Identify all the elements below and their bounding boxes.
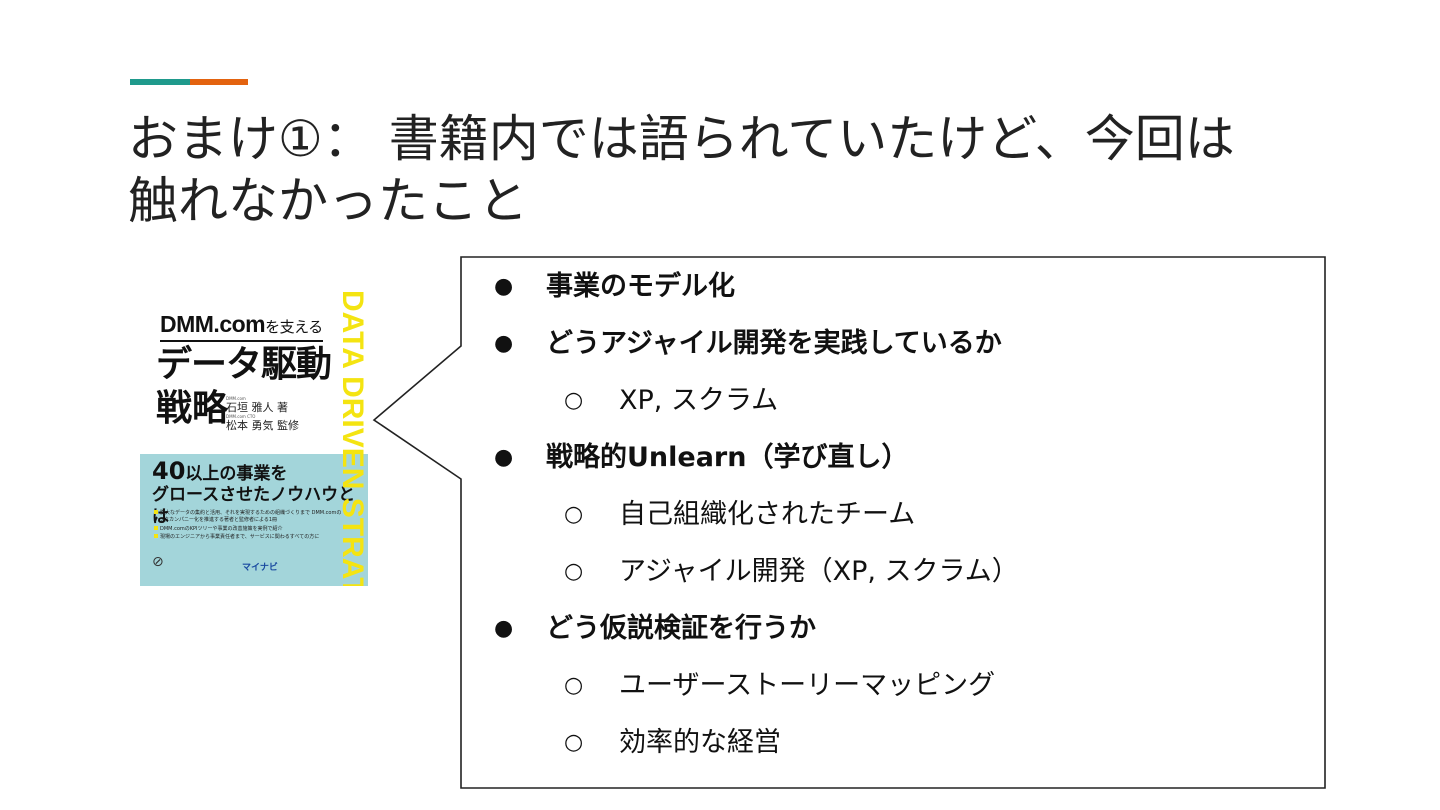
book-title-line1: データ駆動 xyxy=(156,344,332,385)
list-subitem: ○自己組織化されたチーム xyxy=(564,499,916,530)
list-item: ●どう仮説検証を行うか xyxy=(494,613,816,644)
slide-title-line1: おまけ①： 書籍内では語られていたけど、今回は xyxy=(128,110,1235,168)
list-subitem: ○ユーザーストーリーマッピング xyxy=(564,670,996,701)
list-item: ●事業のモデル化 xyxy=(494,271,735,302)
title-accent-orange xyxy=(190,79,248,85)
book-blue-band: 40以上の事業を グロースさせたノウハウとは 膨大なデータの集約と活用、それを実… xyxy=(140,454,368,586)
list-item: ●どうアジャイル開発を実践しているか xyxy=(494,328,1002,359)
title-accent-teal xyxy=(130,79,190,85)
book-vertical-text: DATA DRIVEN STRATEGY xyxy=(336,290,368,586)
topic-list: ●事業のモデル化 ●どうアジャイル開発を実践しているか ○XP, スクラム ●戦… xyxy=(480,262,1320,775)
slide-title: おまけ①： 書籍内では語られていたけど、今回は 触れなかったこと xyxy=(128,108,1358,232)
book-bullet: 膨大なデータの集約と活用、それを実現するための組織づくりまで DMM.comのテ… xyxy=(154,510,344,524)
book-publisher: マイナビ xyxy=(242,563,278,573)
list-item: ●戦略的Unlearn（学び直し） xyxy=(494,442,909,473)
compass-icon: ⊘ xyxy=(152,554,164,570)
book-bullet: 現場のエンジニアから事業責任者まで、サービスに関わるすべての方に xyxy=(154,534,344,541)
list-subitem: ○アジャイル開発（XP, スクラム） xyxy=(564,556,1019,587)
book-title-line2: 戦略 xyxy=(156,388,229,429)
book-headline-line1: 40以上の事業を xyxy=(152,457,288,485)
list-subitem: ○XP, スクラム xyxy=(564,385,779,416)
book-authors: DMM.com 石垣 雅人 著 DMM.com CTO 松本 勇気 監修 xyxy=(226,396,299,432)
list-subitem: ○効率的な経営 xyxy=(564,727,781,758)
book-cover-image: DATA DRIVEN STRATEGY DMM.comを支える データ駆動 戦… xyxy=(140,290,368,586)
slide-title-line2: 触れなかったこと xyxy=(128,172,528,230)
book-brand: DMM.comを支える xyxy=(160,312,323,342)
book-bullet: DMM.comのKPIツリーや事業の改善施策を実例で紹介 xyxy=(154,526,344,533)
